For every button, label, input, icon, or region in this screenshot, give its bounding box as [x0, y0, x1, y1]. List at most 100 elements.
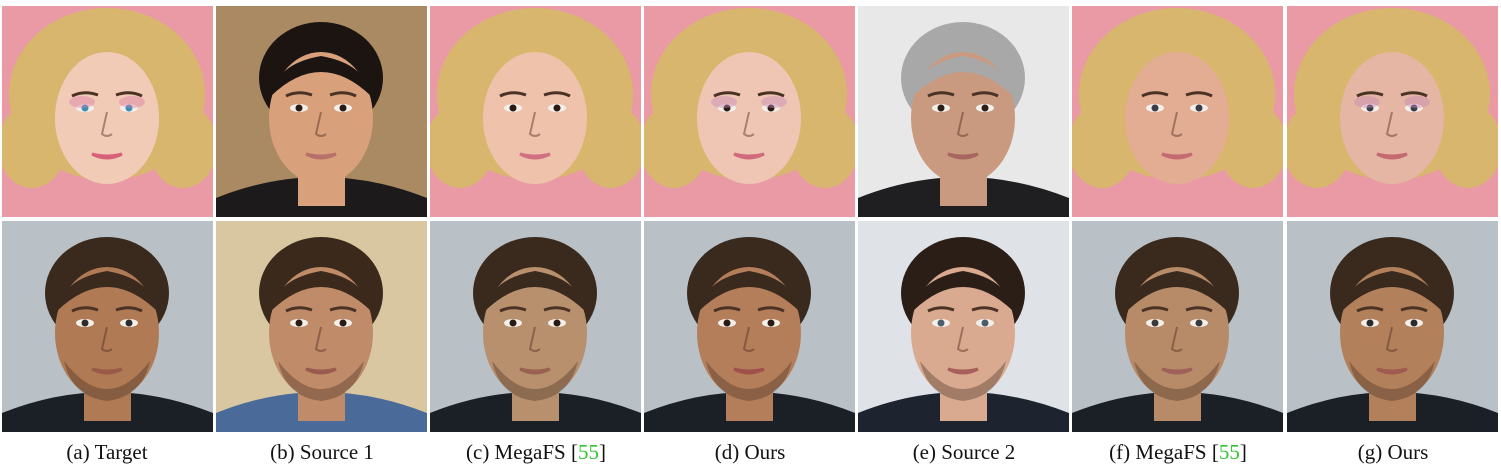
- face-image: [1287, 221, 1498, 432]
- iris-right: [339, 104, 347, 112]
- mouth: [733, 367, 765, 375]
- face-image: [644, 221, 855, 432]
- face-image: [2, 221, 213, 432]
- nose: [742, 111, 755, 137]
- hairline: [57, 271, 157, 311]
- face-image: [1287, 6, 1498, 217]
- caption-d: (d) Ours: [714, 440, 786, 464]
- iris-left: [1366, 319, 1374, 327]
- mouth: [1161, 367, 1193, 375]
- face-illustration: [858, 6, 1069, 217]
- face-image: [430, 6, 641, 217]
- iris-left: [937, 319, 945, 327]
- hair-curl-right: [791, 104, 855, 188]
- eyebrow-right: [971, 91, 999, 98]
- hair-curl-right: [577, 104, 641, 188]
- face: [1340, 52, 1444, 184]
- iris-left: [509, 104, 517, 112]
- eyebrow-left: [285, 306, 313, 313]
- mouth: [733, 152, 765, 160]
- face: [1125, 267, 1229, 399]
- hairline: [485, 271, 585, 311]
- iris-right: [553, 104, 561, 112]
- caption-e: (e) Source 2: [912, 440, 1016, 464]
- mouth: [305, 152, 337, 160]
- face-illustration: [216, 6, 427, 217]
- face-image: [858, 6, 1069, 217]
- eyebrow-right: [543, 91, 571, 98]
- iris-left: [723, 319, 731, 327]
- eyebrow-left: [713, 306, 741, 313]
- nose: [528, 111, 541, 137]
- eyebrow-left: [1141, 306, 1169, 313]
- eyebrow-left: [71, 306, 99, 313]
- eyeshadow-left: [1354, 96, 1380, 108]
- face: [1340, 267, 1444, 399]
- face-image: [1072, 221, 1283, 432]
- iris-right: [125, 104, 133, 112]
- caption-g: (g) Ours: [1357, 440, 1429, 464]
- hairline: [1127, 271, 1227, 311]
- face: [483, 267, 587, 399]
- eyebrow-right: [115, 306, 143, 313]
- iris-left: [295, 104, 303, 112]
- eyebrow-right: [1400, 306, 1428, 313]
- face-image: [644, 6, 855, 217]
- iris-right: [339, 319, 347, 327]
- mouth: [1376, 152, 1408, 160]
- eyebrow-left: [71, 91, 99, 98]
- eyebrow-right: [329, 306, 357, 313]
- nose: [1385, 111, 1398, 137]
- citation-link[interactable]: 55: [1218, 440, 1240, 464]
- nose: [742, 326, 755, 352]
- eyebrow-left: [713, 91, 741, 98]
- stubble: [492, 361, 578, 401]
- iris-right: [553, 319, 561, 327]
- face-image: [216, 221, 427, 432]
- eyebrow-right: [115, 91, 143, 98]
- eyebrow-left: [1356, 91, 1384, 98]
- eyebrow-left: [927, 306, 955, 313]
- face-illustration: [2, 6, 213, 217]
- mouth: [91, 367, 123, 375]
- face: [697, 267, 801, 399]
- eyebrow-right: [1185, 91, 1213, 98]
- face: [269, 267, 373, 399]
- mouth: [1376, 367, 1408, 375]
- iris-left: [81, 104, 89, 112]
- eyeshadow-right: [119, 96, 145, 108]
- mouth: [947, 152, 979, 160]
- face-illustration: [644, 221, 855, 432]
- face: [269, 52, 373, 184]
- face-image: [216, 6, 427, 217]
- eyebrow-right: [757, 306, 785, 313]
- stubble: [920, 361, 1006, 401]
- face-image: [1072, 6, 1283, 217]
- stubble: [64, 361, 150, 401]
- iris-left: [937, 104, 945, 112]
- hairline: [699, 271, 799, 311]
- nose: [100, 326, 113, 352]
- iris-left: [509, 319, 517, 327]
- eyebrow-right: [1400, 91, 1428, 98]
- face: [1125, 52, 1229, 184]
- mouth: [519, 152, 551, 160]
- nose: [100, 111, 113, 137]
- hair-curl-left: [1072, 104, 1136, 188]
- citation-link[interactable]: 55: [577, 440, 599, 464]
- face-illustration: [430, 221, 641, 432]
- iris-right: [1195, 319, 1203, 327]
- face-illustration: [1072, 221, 1283, 432]
- eyeshadow-right: [1404, 96, 1430, 108]
- hair-curl-left: [644, 104, 708, 188]
- nose: [1385, 326, 1398, 352]
- mouth: [519, 367, 551, 375]
- eyebrow-right: [1185, 306, 1213, 313]
- hairline: [271, 271, 371, 311]
- mouth: [1161, 152, 1193, 160]
- eyebrow-left: [927, 91, 955, 98]
- hair-curl-left: [1287, 104, 1351, 188]
- stubble: [278, 361, 364, 401]
- hair-curl-left: [430, 104, 494, 188]
